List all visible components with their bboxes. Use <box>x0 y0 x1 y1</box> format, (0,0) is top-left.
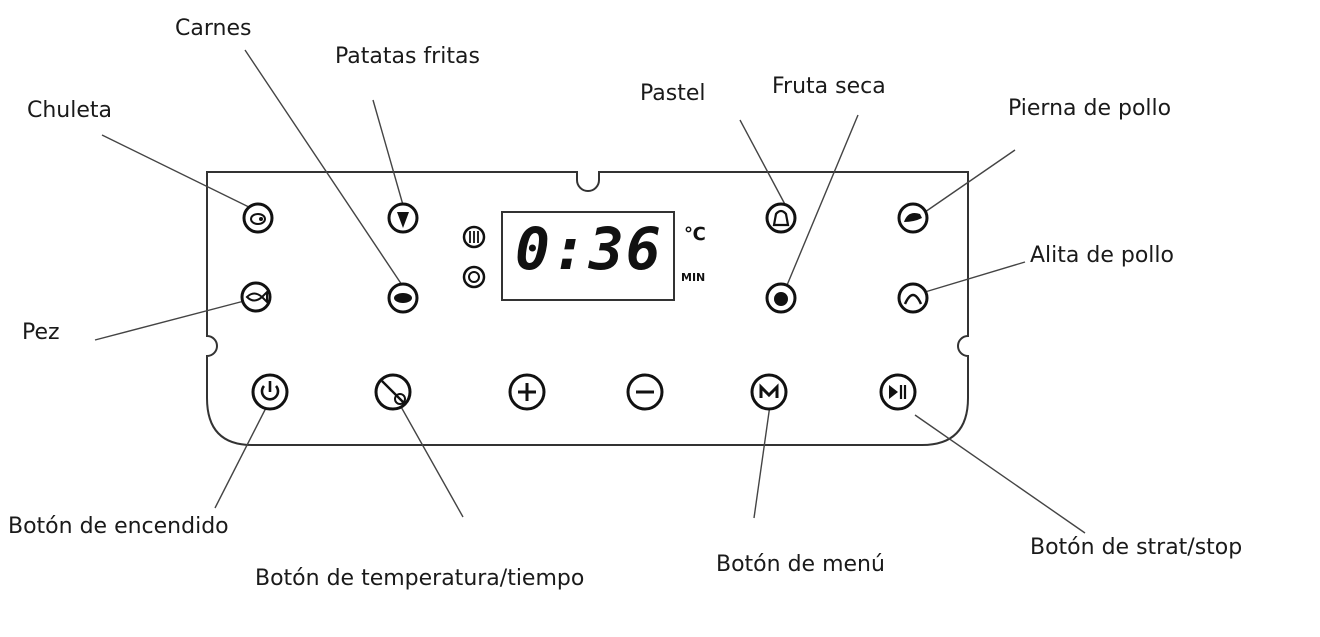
panel-outline <box>206 171 969 446</box>
label-chuleta: Chuleta <box>27 98 113 123</box>
label-pastel: Pastel <box>640 81 706 106</box>
leader-chuleta <box>101 134 256 211</box>
plus-icon <box>518 383 536 401</box>
leader-carnes <box>244 49 403 286</box>
fan-indicator <box>462 265 486 289</box>
play-pause-icon <box>889 385 898 399</box>
carnes-button[interactable] <box>387 282 419 314</box>
minus-button[interactable] <box>626 373 664 411</box>
fish-icon <box>245 289 268 305</box>
label-boton-encendido: Botón de encendido <box>8 514 229 539</box>
fruta-seca-button[interactable] <box>765 282 797 314</box>
leader-startstop <box>914 414 1086 534</box>
label-patatas-fritas: Patatas fritas <box>335 44 480 69</box>
chicken-leg-icon <box>904 213 922 222</box>
leader-temp <box>399 404 464 518</box>
pastel-button[interactable] <box>765 202 797 234</box>
leader-encendido <box>214 399 271 509</box>
pierna-de-pollo-button[interactable] <box>897 202 929 234</box>
fries-icon <box>397 212 409 228</box>
label-alita-de-pollo: Alita de pollo <box>1030 243 1174 268</box>
heat-indicator <box>462 225 486 249</box>
unit-minutes: MIN <box>681 271 706 284</box>
menu-button[interactable] <box>750 373 788 411</box>
leader-pierna <box>924 149 1016 213</box>
cake-icon <box>772 209 790 227</box>
menu-m-icon <box>759 383 779 398</box>
label-boton-menu: Botón de menú <box>716 552 885 577</box>
start-stop-button[interactable] <box>879 373 917 411</box>
plus-button[interactable] <box>508 373 546 411</box>
chicken-wing-icon <box>903 293 923 305</box>
label-boton-start-stop: Botón de strat/stop <box>1030 535 1243 560</box>
steak-icon <box>394 293 412 303</box>
lcd-time-readout: 0:36 <box>515 215 663 283</box>
temp-time-icon <box>381 380 405 404</box>
temp-time-button[interactable] <box>374 373 412 411</box>
pork-chop-icon <box>250 213 266 225</box>
leader-pez <box>94 299 249 341</box>
label-pez: Pez <box>22 320 60 345</box>
heat-icon <box>469 231 479 243</box>
leader-lines <box>94 49 1086 534</box>
alita-de-pollo-button[interactable] <box>897 282 929 314</box>
power-button[interactable] <box>251 373 289 411</box>
leader-patatas <box>372 99 406 213</box>
label-fruta-seca: Fruta seca <box>772 74 886 99</box>
lcd-display-frame <box>501 211 675 301</box>
label-carnes: Carnes <box>175 16 252 41</box>
fan-icon <box>468 271 480 283</box>
leader-pastel <box>739 119 789 211</box>
leader-alita <box>924 261 1026 293</box>
label-pierna-de-pollo: Pierna de pollo <box>1008 96 1172 121</box>
power-icon <box>260 385 280 401</box>
label-boton-temperatura-tiempo: Botón de temperatura/tiempo <box>255 566 585 591</box>
leader-menu <box>753 404 771 519</box>
dried-fruit-icon <box>774 292 788 306</box>
leader-fruta <box>784 114 859 291</box>
pez-button[interactable] <box>240 281 272 313</box>
chuleta-button[interactable] <box>242 202 274 234</box>
unit-celsius: ℃ <box>684 224 706 245</box>
patatas-fritas-button[interactable] <box>387 202 419 234</box>
